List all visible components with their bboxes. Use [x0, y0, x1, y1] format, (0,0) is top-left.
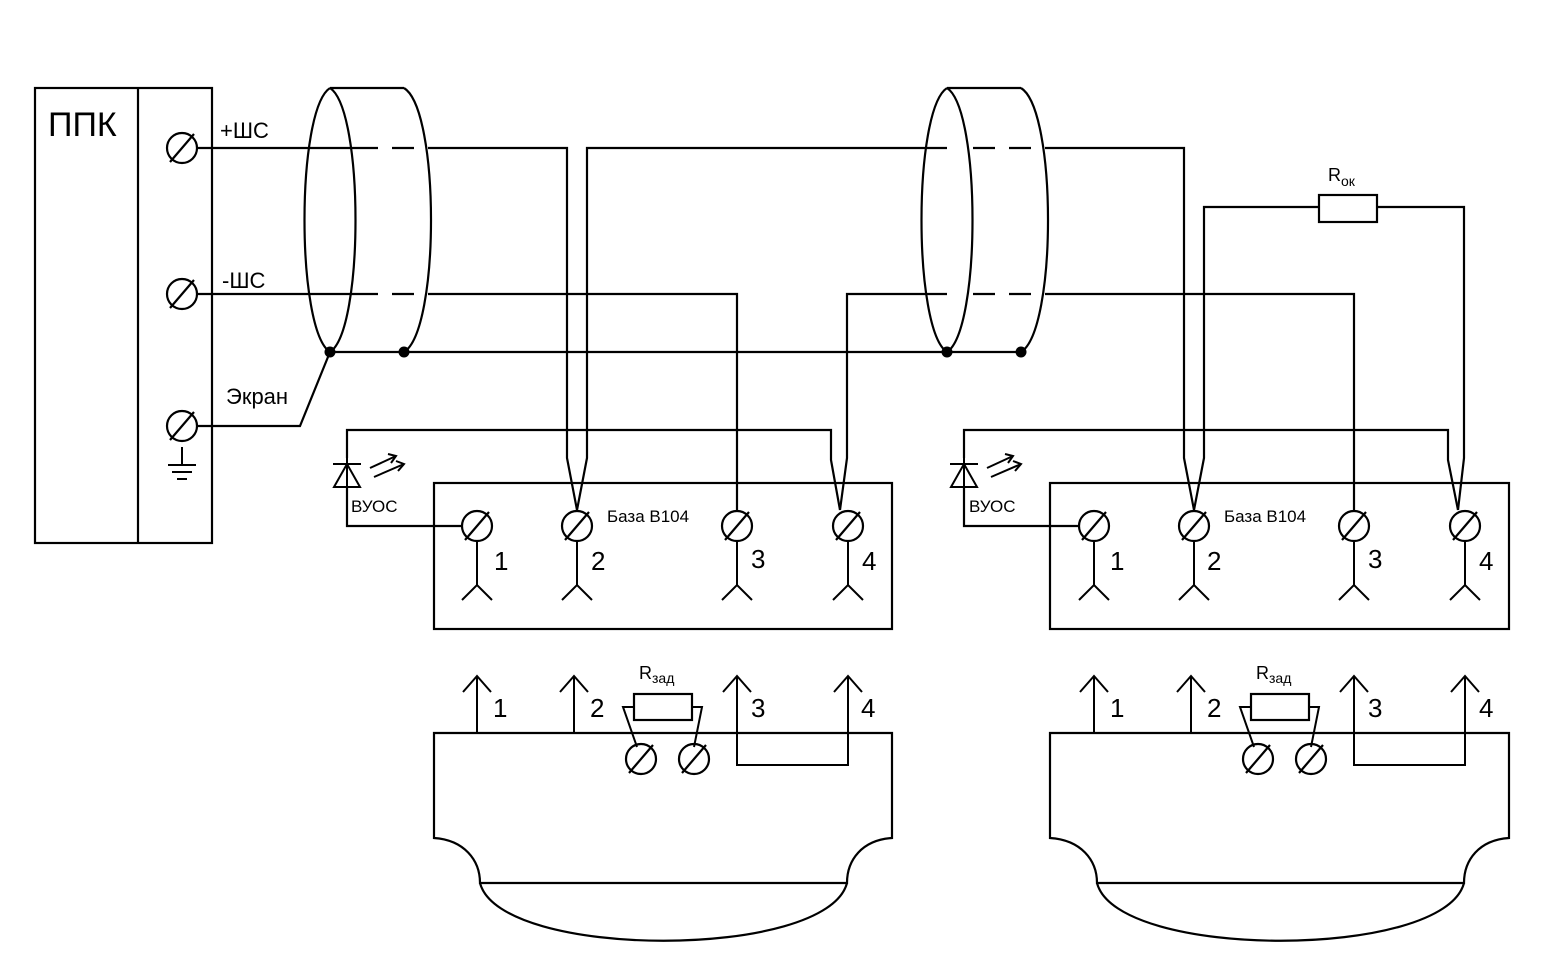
arrow-up-icon: [559, 674, 589, 733]
pin-label: 3: [751, 693, 765, 723]
terminal-screen: [165, 409, 199, 443]
base-terminal: [1448, 509, 1482, 601]
pin-label: 4: [1479, 546, 1493, 576]
resistor-label: Rзад: [639, 663, 674, 686]
arrow-up-icon: [1339, 674, 1480, 766]
arrow-up-icon: [1176, 674, 1206, 733]
head-dome: [478, 882, 849, 942]
base-frame: [432, 481, 894, 631]
panel-frame: [33, 86, 214, 545]
head-terminal: [624, 742, 658, 776]
head-body: [1048, 731, 1511, 885]
head-body: [432, 731, 894, 885]
base-terminal: [720, 509, 754, 601]
head-terminal: [1294, 742, 1328, 776]
resistor: [632, 692, 694, 722]
terminal-plus: [165, 131, 199, 165]
pin-label: 3: [751, 544, 765, 574]
end-resistor-label: Rок: [1328, 165, 1356, 189]
led-icon: [332, 453, 406, 488]
base-frame: [1048, 481, 1511, 631]
pin-label: 1: [1110, 693, 1124, 723]
control-panel: ППК +ШС -ШС Экран: [33, 86, 288, 545]
pin-label: 1: [1110, 546, 1124, 576]
base-title: База В104: [1224, 507, 1306, 526]
head-terminal: [677, 742, 711, 776]
vuos-label: ВУОС: [351, 497, 398, 516]
head-terminal: [1241, 742, 1275, 776]
pin-label: 3: [1368, 544, 1382, 574]
base-terminal: [1177, 509, 1211, 601]
shielded-cable-1: [303, 86, 434, 353]
pin-label: 4: [862, 546, 876, 576]
detector-base-1: База В104 1 2 3 4: [432, 481, 894, 631]
pin-label: 1: [493, 693, 507, 723]
detector-head-1: Rзад 1 2 3 4: [432, 663, 894, 942]
arrow-up-icon: [1079, 674, 1109, 733]
ground-icon: [168, 447, 196, 480]
base-terminal: [831, 509, 865, 601]
terminal-minus: [165, 277, 199, 311]
pin-label: 1: [494, 546, 508, 576]
plus-loop-label: +ШС: [220, 118, 269, 143]
base-title: База В104: [607, 507, 689, 526]
shielded-cable-2: [920, 86, 1051, 353]
detector-base-2: База В104 1 2 3 4: [1048, 481, 1511, 631]
arrow-up-icon: [722, 674, 863, 766]
pin-label: 2: [1207, 693, 1221, 723]
pin-label: 2: [591, 546, 605, 576]
arrow-up-icon: [462, 674, 492, 733]
resistor-label: Rзад: [1256, 663, 1291, 686]
base-terminal: [460, 509, 494, 601]
led-icon: [949, 453, 1023, 488]
resistor: [1249, 692, 1311, 722]
base-terminal: [1337, 509, 1371, 601]
pin-label: 3: [1368, 693, 1382, 723]
screen-label: Экран: [226, 384, 288, 409]
wires: [197, 146, 1466, 528]
pin-label: 2: [1207, 546, 1221, 576]
head-dome: [1095, 882, 1466, 942]
base-terminal: [560, 509, 594, 601]
pin-label: 4: [861, 693, 875, 723]
minus-loop-label: -ШС: [222, 268, 265, 293]
pin-label: 4: [1479, 693, 1493, 723]
base-terminal: [1077, 509, 1111, 601]
panel-title: ППК: [48, 106, 117, 144]
detector-head-2: Rзад 1 2 3 4: [1048, 663, 1511, 942]
pin-label: 2: [590, 693, 604, 723]
vuos-label: ВУОС: [969, 497, 1016, 516]
